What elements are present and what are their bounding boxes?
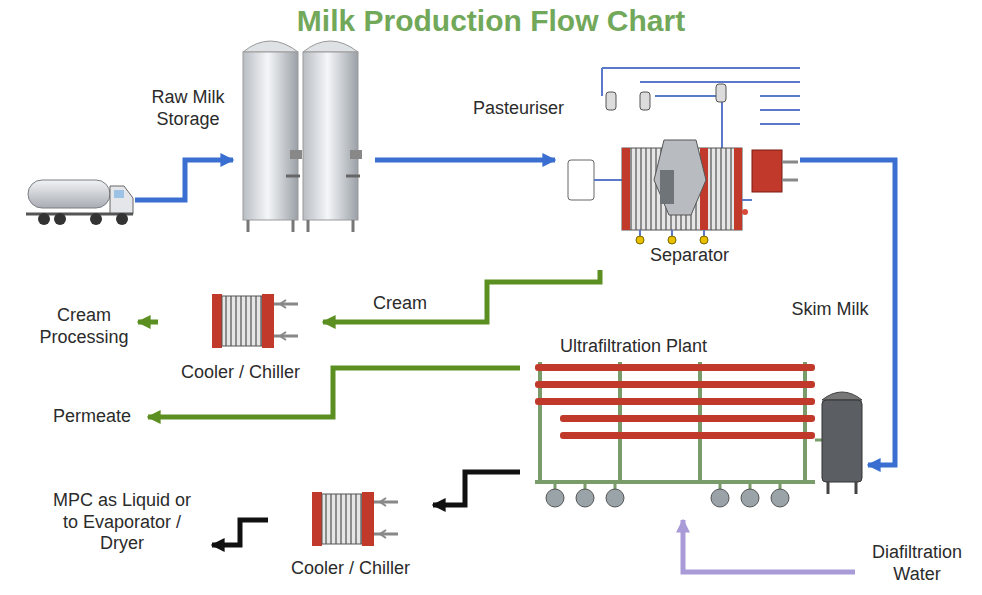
flow-arrow — [212, 520, 268, 545]
flow-label: Skim Milk — [789, 299, 872, 321]
cooler-chiller: Cooler / Chiller — [158, 288, 323, 388]
ultrafiltration-plant — [535, 398, 815, 405]
ultrafiltration-plant — [535, 381, 815, 388]
ultrafiltration-plant — [771, 489, 789, 507]
ultrafiltration-plant — [555, 440, 822, 490]
pasteuriser-plant — [568, 160, 594, 200]
tanker-truck — [114, 190, 124, 198]
output-label: Cream Processing — [30, 303, 138, 357]
storage-tank — [307, 220, 310, 232]
chart-title: Milk Production Flow Chart — [0, 4, 982, 38]
ultrafiltration-plant — [741, 489, 759, 507]
pasteuriser-plant — [716, 84, 726, 102]
node-label: Ultrafiltration Plant — [560, 336, 780, 358]
flow-arrow — [683, 520, 855, 572]
flow-label: Cream — [370, 293, 430, 315]
plate-cooler — [380, 498, 386, 538]
node-label: Cooler / Chiller — [158, 362, 323, 384]
ultrafiltration-plant — [576, 489, 594, 507]
tanker-truck — [90, 213, 102, 225]
pasteuriser-plant — [622, 148, 630, 230]
cooler-chiller: Cooler / Chiller — [268, 486, 433, 583]
node-label: Raw Milk Storage — [138, 87, 238, 130]
pasteuriser-plant — [700, 236, 708, 244]
pasteuriser-plant — [636, 236, 644, 244]
flow-arrow — [323, 270, 600, 322]
pasteuriser-unit: PasteuriserSeparator — [555, 60, 800, 270]
ultrafiltration-plant — [535, 362, 815, 482]
node-label: Cooler / Chiller — [268, 558, 433, 580]
pasteuriser-plant — [752, 150, 782, 192]
plate-cooler — [312, 492, 322, 546]
node-sublabel: Separator — [650, 245, 770, 267]
ultrafiltration-plant — [560, 415, 815, 422]
node-label: MPC as Liquid or to Evaporator / Dryer — [47, 490, 197, 555]
ultrafiltration-plant — [827, 482, 830, 494]
truck-feed-arrow — [135, 160, 233, 200]
storage-tank — [243, 52, 298, 220]
storage-tank — [243, 41, 298, 52]
ultrafiltration-plant — [711, 489, 729, 507]
storage-tank — [352, 220, 355, 232]
pasteuriser-plant — [782, 162, 798, 180]
storage-tank — [303, 41, 358, 52]
storage-tank — [346, 175, 360, 178]
plate-cooler — [280, 300, 286, 340]
pasteuriser-plant — [640, 92, 650, 110]
storage-tank — [303, 52, 358, 220]
node-label: Cream Processing — [30, 305, 138, 348]
ultrafiltration-plant — [606, 489, 624, 507]
flow-arrow — [138, 320, 158, 325]
pasteuriser-plant — [594, 179, 622, 181]
plate-cooler — [222, 296, 262, 346]
tanker-truck — [54, 213, 66, 225]
output-label: Permeate — [36, 404, 148, 430]
ultrafiltration-plant — [855, 482, 858, 494]
output-label: MPC as Liquid or to Evaporator / Dryer — [32, 490, 212, 590]
ultrafiltration-plant — [535, 364, 815, 371]
plate-cooler — [362, 492, 374, 546]
plate-cooler — [262, 294, 274, 348]
pasteuriser-plant — [734, 148, 742, 230]
flow-arrow — [375, 158, 555, 163]
ultrafiltration-plant — [560, 432, 815, 439]
plate-cooler — [312, 492, 398, 546]
pasteuriser-plant — [640, 200, 752, 238]
pasteuriser-plant — [602, 68, 800, 148]
plate-cooler — [212, 294, 298, 348]
pasteuriser-plant — [654, 140, 706, 215]
ultrafiltration-plant — [822, 400, 862, 482]
storage-tank — [286, 175, 300, 178]
pasteuriser-plant — [606, 92, 616, 110]
tanker-truck — [38, 213, 50, 225]
truck-feed-arrow — [135, 160, 233, 200]
storage-tanks: Raw Milk Storage — [138, 35, 375, 235]
pasteuriser-plant — [568, 68, 800, 244]
plate-cooler — [274, 304, 298, 336]
tanker-truck — [110, 186, 133, 214]
node-label: Permeate — [36, 406, 148, 428]
storage-tank — [290, 150, 302, 159]
storage-tank — [247, 220, 250, 232]
storage-tank — [292, 220, 295, 232]
flow-arrow — [433, 472, 520, 505]
tanker-truck — [116, 213, 128, 225]
ultrafiltration-plant — [535, 362, 862, 507]
plate-cooler — [212, 294, 222, 348]
tanker-truck — [28, 180, 110, 208]
ultrafiltration-unit: Ultrafiltration Plant — [520, 330, 868, 520]
input-label: Diafiltration Water — [855, 540, 979, 592]
pasteuriser-plant — [742, 209, 748, 215]
ultrafiltration-plant — [546, 489, 564, 507]
plate-cooler — [322, 494, 362, 544]
tanker-truck — [26, 180, 133, 225]
pasteuriser-plant — [668, 236, 676, 244]
storage-tank — [350, 150, 362, 159]
node-label: Diafiltration Water — [855, 542, 979, 585]
ultrafiltration-plant — [822, 392, 862, 400]
node-label: Pasteuriser — [473, 98, 583, 120]
plate-cooler — [374, 502, 398, 534]
pasteuriser-plant — [660, 170, 674, 204]
storage-tank — [243, 41, 362, 232]
